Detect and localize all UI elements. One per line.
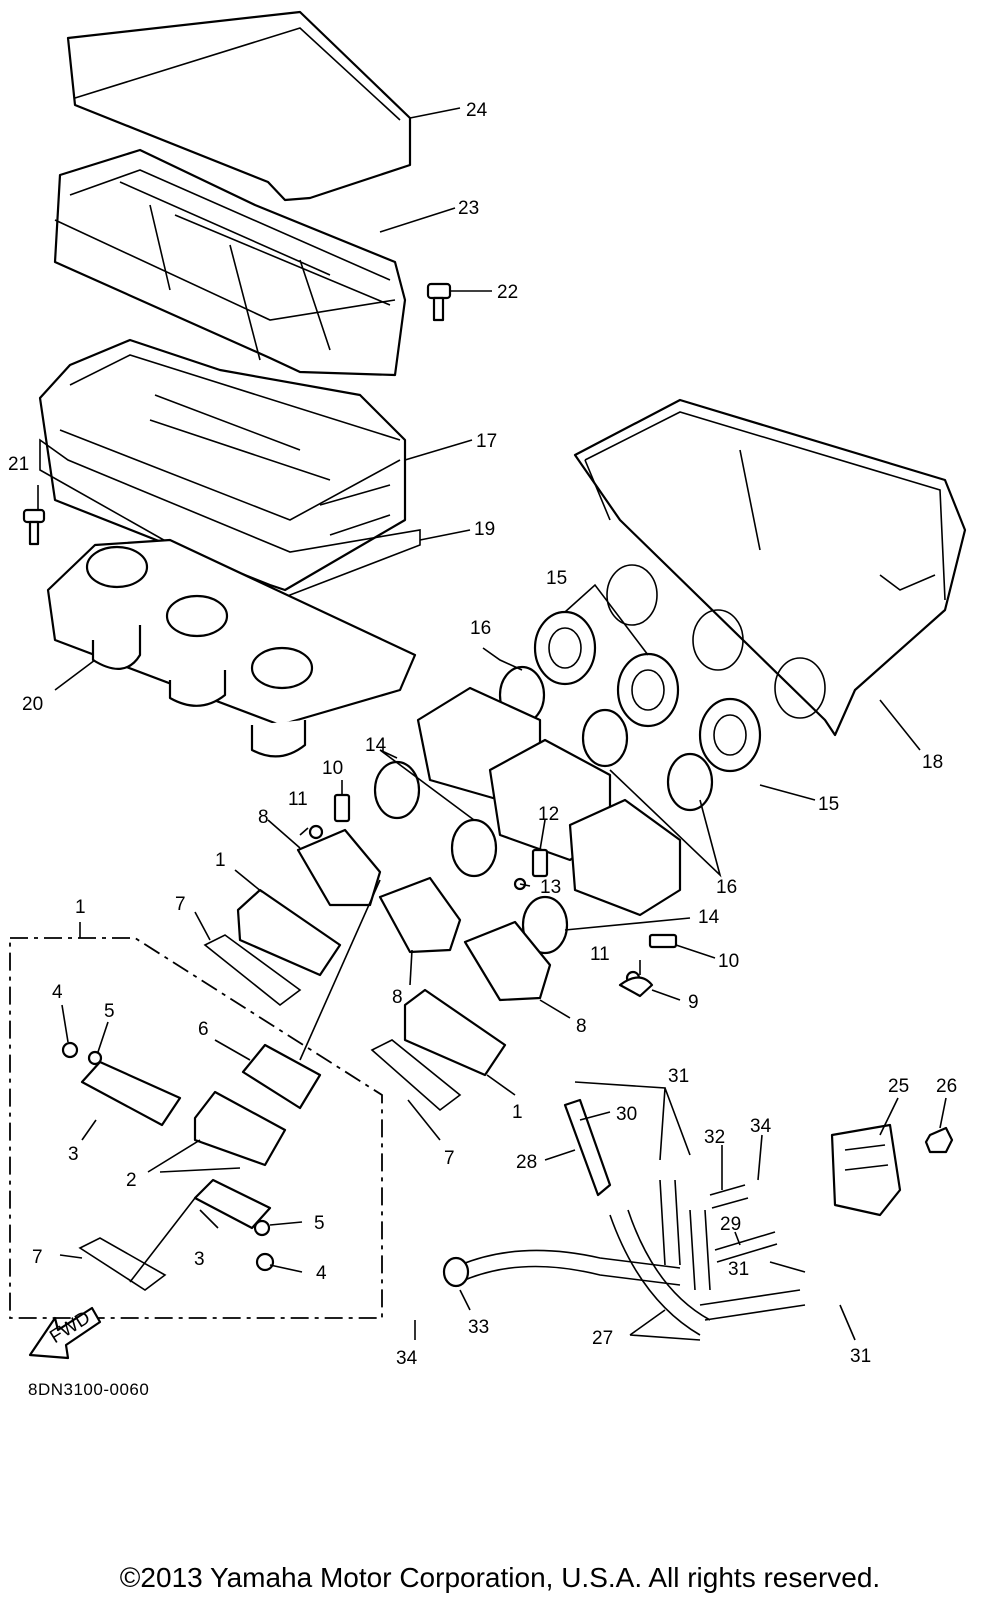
joint-15 [533,610,762,773]
callout-28: 28 [516,1152,537,1173]
callout-30: 30 [616,1104,637,1125]
callout-6: 6 [198,1019,209,1040]
callout-18: 18 [922,752,943,773]
callout-31-bottom: 31 [850,1346,871,1367]
callout-14-right: 14 [698,907,720,928]
callout-21: 21 [8,454,29,475]
callout-32: 32 [704,1127,725,1148]
callout-8-right: 8 [576,1016,587,1037]
band-14 [373,760,569,955]
screw-22 [426,282,452,322]
drawing-code: 8DN3100-0060 [28,1380,150,1399]
callout-labels: 24 23 22 17 21 19 20 18 15 16 15 16 14 1… [8,100,957,1369]
callout-1-box: 1 [75,897,86,918]
callout-7-mid: 7 [444,1148,455,1169]
callout-22: 22 [497,282,518,303]
callout-5-bottom: 5 [314,1213,325,1234]
callout-7-top: 7 [175,894,186,915]
reed-valve-assembly [236,888,507,1077]
band-16 [498,665,714,812]
callout-15-top: 15 [546,568,567,589]
air-box-cover [66,10,412,202]
callout-3-top: 3 [68,1144,79,1165]
callout-31-top: 31 [668,1066,689,1087]
callout-16-top: 16 [470,618,491,639]
hose-system [442,1098,806,1336]
callout-8-mid: 8 [392,987,403,1008]
callout-2: 2 [126,1170,137,1191]
reed-valve-parts [61,1041,322,1272]
callout-1-mid: 1 [512,1102,523,1123]
callout-7-bottom: 7 [32,1247,43,1268]
callout-23: 23 [458,198,479,219]
bolts-washers [308,793,678,998]
callout-12: 12 [538,804,559,825]
reed-gasket-7 [78,934,462,1291]
fwd-arrow: FWD [28,1306,102,1360]
callout-1-top: 1 [215,850,226,871]
callout-20: 20 [22,694,43,715]
callout-10-right: 10 [718,951,739,972]
oil-pump [830,1123,954,1217]
air-box-base [46,538,417,758]
screw-21 [22,508,46,546]
callout-8-top: 8 [258,807,269,828]
callout-11-right: 11 [590,944,610,965]
gasket-19 [39,438,421,601]
callout-25: 25 [888,1076,909,1097]
callout-24: 24 [466,100,488,121]
callout-33: 33 [468,1317,489,1338]
copyright-notice: ©2013 Yamaha Motor Corporation, U.S.A. A… [119,1562,881,1593]
element-frame [53,148,407,377]
callout-3-bottom: 3 [194,1249,205,1270]
carburetor-assembly [416,686,682,917]
callout-14-top: 14 [365,735,387,756]
callout-11-top: 11 [288,789,308,810]
callout-34-top: 34 [750,1116,772,1137]
callout-26: 26 [936,1076,957,1097]
callout-15-right: 15 [818,794,839,815]
callout-17: 17 [476,431,497,452]
callout-10-top: 10 [322,758,343,779]
callout-29: 29 [720,1214,741,1235]
leader-lines [37,107,947,1341]
callout-4-bottom: 4 [316,1263,327,1284]
callout-13: 13 [540,877,561,898]
element-case [38,338,407,592]
callout-31-mid: 31 [728,1259,749,1280]
callout-9: 9 [688,992,699,1013]
carburetor-joint-8 [296,828,552,1002]
exploded-view-boundary [9,937,383,1319]
callout-34-bottom: 34 [396,1348,418,1369]
callout-16-right: 16 [716,877,737,898]
air-box-lower [573,398,967,737]
callout-27: 27 [592,1328,613,1349]
callout-5-top: 5 [104,1001,115,1022]
callout-4-top: 4 [52,982,63,1003]
callout-19: 19 [474,519,495,540]
